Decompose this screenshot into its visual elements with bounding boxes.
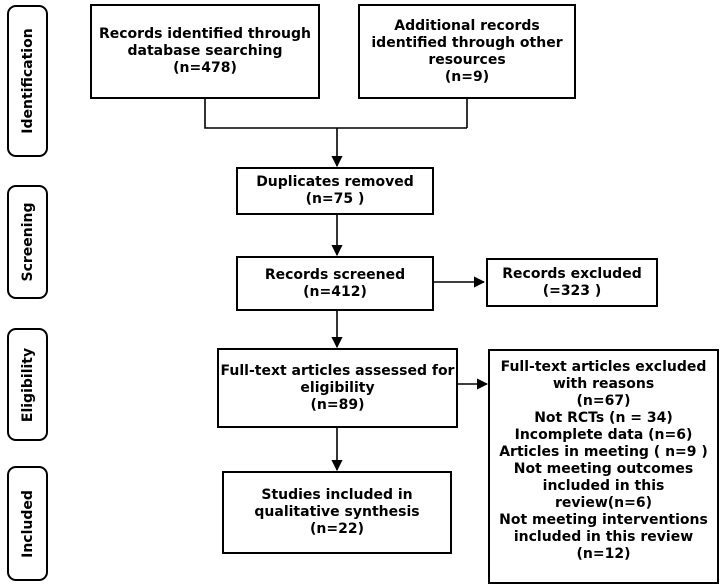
box-additional-line: identified through other [371, 34, 563, 51]
exclusion-reason: included in this [542, 478, 665, 494]
box-fulltext-excluded-line: Full-text articles excluded [500, 359, 707, 375]
box-database-records: Records identified through database sear… [90, 4, 320, 99]
phase-screening-label: Screening [19, 202, 36, 282]
box-fulltext-assessed: Full-text articles assessed for eligibil… [217, 348, 458, 428]
box-database-line: Records identified through [98, 26, 311, 42]
exclusion-reason: Not RCTs (n = 34) [534, 410, 673, 426]
exclusion-reason: included in this review [513, 529, 694, 545]
phase-eligibility-label: Eligibility [19, 347, 36, 422]
box-additional-records: Additional records identified through ot… [358, 4, 576, 99]
box-included-line: qualitative synthesis [254, 504, 420, 520]
phase-included-label: Included [19, 489, 36, 558]
box-database-line: database searching [127, 43, 283, 59]
box-additional-line: resources [428, 51, 506, 68]
phase-included: Included [7, 466, 48, 581]
box-additional-line: Additional records [394, 17, 540, 34]
exclusion-reason: review(n=6) [555, 495, 652, 511]
box-records-screened: Records screened (n=412) [236, 256, 434, 311]
box-fulltext-excluded: Full-text articles excluded with reasons… [488, 349, 719, 584]
box-studies-included: Studies included in qualitative synthesi… [222, 471, 452, 554]
box-duplicates-count: (n=75 ) [305, 191, 365, 207]
exclusion-reason: Not meeting interventions [499, 512, 708, 528]
box-records-excluded: Records excluded (=323 ) [486, 258, 658, 307]
box-screened-line: Records screened [264, 266, 406, 283]
box-database-count: (n=478) [173, 60, 237, 76]
phase-screening: Screening [7, 185, 48, 299]
box-excluded-line: Records excluded [502, 265, 642, 282]
box-fulltext-line: eligibility [300, 379, 375, 396]
phase-identification-label: Identification [19, 28, 36, 134]
box-additional-count: (n=9) [444, 68, 490, 85]
box-fulltext-count: (n=89) [310, 396, 365, 413]
box-duplicates-removed: Duplicates removed (n=75 ) [236, 167, 434, 215]
box-fulltext-excluded-count: (n=67) [576, 393, 631, 409]
phase-identification: Identification [7, 5, 48, 157]
exclusion-reason: Not meeting outcomes [513, 461, 694, 477]
connector-database-to-merge [204, 98, 467, 129]
box-fulltext-line: Full-text articles assessed for [220, 362, 455, 379]
box-excluded-count: (=323 ) [542, 282, 602, 299]
box-screened-count: (n=412) [303, 283, 367, 300]
box-duplicates-line: Duplicates removed [256, 174, 414, 190]
box-included-count: (n=22) [310, 521, 364, 537]
box-fulltext-excluded-line: with reasons [552, 376, 655, 392]
exclusion-reason: (n=12) [576, 546, 631, 562]
phase-eligibility: Eligibility [7, 328, 48, 441]
box-included-line: Studies included in [261, 487, 413, 503]
exclusion-reason: Articles in meeting ( n=9 ) [499, 444, 708, 460]
exclusion-reason: Incomplete data (n=6) [514, 427, 693, 443]
